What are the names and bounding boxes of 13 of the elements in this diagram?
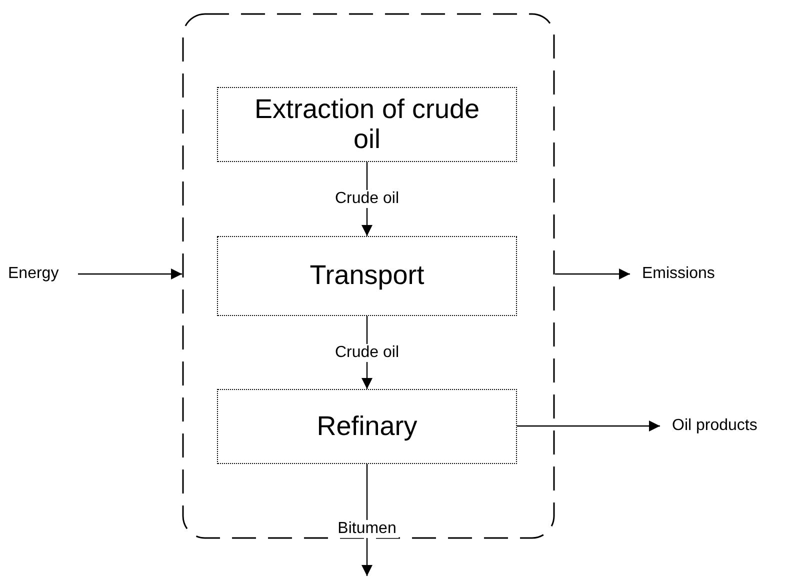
process-box	[217, 236, 517, 316]
arrow	[78, 268, 182, 280]
flow-label: Energy	[8, 262, 78, 286]
process-box	[217, 87, 517, 162]
flow-label: Oil products	[660, 414, 785, 438]
process-name: Transport	[310, 261, 424, 291]
arrow	[555, 268, 630, 280]
process-name: Extraction of crude oil	[253, 94, 481, 154]
process-box	[217, 389, 517, 464]
flow-label: Emissions	[630, 262, 740, 286]
edge-label: Bitumen	[336, 520, 398, 538]
process-name: Refinary	[316, 412, 418, 442]
arrow	[517, 420, 660, 432]
